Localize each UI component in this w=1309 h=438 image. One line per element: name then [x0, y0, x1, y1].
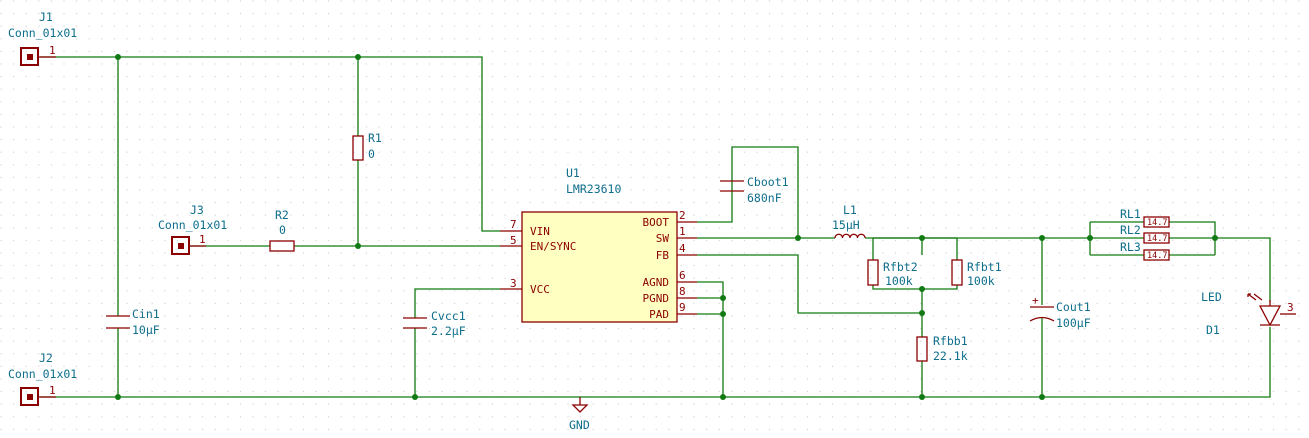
rfbt2-ref: Rfbt2: [883, 260, 918, 274]
inductor-l1[interactable]: L1 15µH: [832, 203, 866, 239]
u1-pin-pgnd: PGND: [643, 292, 670, 305]
rl2-value: 14.7: [1147, 234, 1167, 244]
r1-value: 0: [368, 147, 375, 161]
u1-pinnum-pad: 9: [679, 301, 686, 314]
cin1-ref: Cin1: [132, 307, 160, 321]
r2-value: 0: [279, 223, 286, 237]
resistor-rl3[interactable]: 14.7 RL3: [1120, 240, 1170, 261]
u1-pinnum-boot: 2: [679, 209, 686, 222]
rfbb1-value: 22.1k: [933, 349, 968, 363]
u1-pin-agnd: AGND: [643, 276, 670, 289]
j1-ref: J1: [39, 10, 53, 24]
u1-pinnum-agnd: 6: [679, 269, 686, 282]
d1-value: LED: [1201, 290, 1222, 304]
resistor-rfbb1[interactable]: Rfbb1 22.1k: [916, 334, 968, 363]
u1-pinnum-pgnd: 8: [679, 285, 686, 298]
resistor-rfbt1[interactable]: Rfbt1 100k: [951, 259, 1002, 288]
gnd-symbol[interactable]: GND: [569, 397, 590, 432]
l1-ref: L1: [843, 203, 857, 217]
rl3-value: 14.7: [1147, 251, 1167, 261]
junctions: [115, 54, 1218, 400]
j1-value: Conn_01x01: [8, 26, 77, 40]
u1-pinnum-vin: 7: [510, 218, 517, 231]
cout1-value: 100µF: [1056, 316, 1091, 330]
j3-pin: 1: [199, 233, 206, 246]
u1-pin-vcc: VCC: [530, 283, 550, 296]
j2-ref: J2: [39, 351, 53, 365]
resistor-r2[interactable]: R2 0: [269, 208, 295, 252]
rfbt1-value: 100k: [967, 274, 995, 288]
d1-pin: 3: [1287, 301, 1294, 314]
connector-j1[interactable]: J1 Conn_01x01 1: [8, 10, 77, 66]
led-d1[interactable]: 3 D1 LED: [1201, 290, 1296, 337]
rl2-ref: RL2: [1120, 223, 1141, 237]
gnd-label: GND: [569, 418, 590, 432]
capacitor-cvcc1[interactable]: Cvcc1 2.2µF: [403, 309, 466, 338]
resistor-rl2[interactable]: 14.7 RL2: [1120, 223, 1170, 244]
u1-value: LMR23610: [566, 182, 621, 196]
u1-pin-sw: SW: [656, 232, 670, 245]
u1-pinnum-vcc: 3: [510, 277, 517, 290]
u1-pinnum-en: 5: [510, 234, 517, 247]
capacitor-cboot1[interactable]: Cboot1 680nF: [720, 175, 789, 205]
connector-j3[interactable]: J3 Conn_01x01 1: [158, 203, 227, 255]
resistor-r1[interactable]: R1 0: [352, 131, 382, 161]
u1-pin-boot: BOOT: [643, 216, 670, 229]
capacitor-cout1[interactable]: + Cout1 100µF: [1029, 294, 1091, 330]
u1-pin-vin: VIN: [530, 225, 550, 238]
u1-pin-en: EN/SYNC: [530, 240, 576, 253]
rl3-ref: RL3: [1120, 240, 1141, 254]
u1-pin-fb: FB: [656, 249, 670, 262]
rfbb1-ref: Rfbb1: [933, 334, 968, 348]
rfbt2-value: 100k: [885, 274, 913, 288]
capacitor-cin1[interactable]: Cin1 10µF: [106, 307, 160, 337]
cvcc1-ref: Cvcc1: [431, 309, 466, 323]
resistor-rl1[interactable]: 14.7 RL1: [1120, 207, 1170, 228]
ic-u1[interactable]: U1 LMR23610 VIN 7 EN/SYNC 5 VCC 3 BOOT 2…: [500, 166, 697, 323]
j1-pin: 1: [49, 44, 56, 57]
resistor-rfbt2[interactable]: Rfbt2 100k: [867, 259, 918, 288]
j3-ref: J3: [190, 203, 204, 217]
wires: [40, 56, 1271, 398]
j2-value: Conn_01x01: [8, 367, 77, 381]
cboot1-value: 680nF: [747, 191, 782, 205]
l1-value: 15µH: [832, 218, 860, 232]
rl1-value: 14.7: [1147, 218, 1167, 228]
cout1-ref: Cout1: [1056, 300, 1091, 314]
u1-pinnum-sw: 1: [679, 225, 686, 238]
j3-value: Conn_01x01: [158, 218, 227, 232]
r1-ref: R1: [368, 131, 382, 145]
d1-ref: D1: [1206, 323, 1220, 337]
cout1-plus-mark: +: [1032, 294, 1039, 307]
rl1-ref: RL1: [1120, 207, 1141, 221]
cin1-value: 10µF: [132, 323, 160, 337]
rfbt1-ref: Rfbt1: [967, 260, 1002, 274]
u1-ref: U1: [566, 166, 580, 180]
j2-pin: 1: [49, 384, 56, 397]
u1-pin-pad: PAD: [649, 308, 669, 321]
cboot1-ref: Cboot1: [747, 175, 789, 189]
u1-pinnum-fb: 4: [679, 242, 686, 255]
connector-j2[interactable]: J2 Conn_01x01 1: [8, 351, 77, 406]
cvcc1-value: 2.2µF: [431, 324, 466, 338]
r2-ref: R2: [275, 208, 289, 222]
